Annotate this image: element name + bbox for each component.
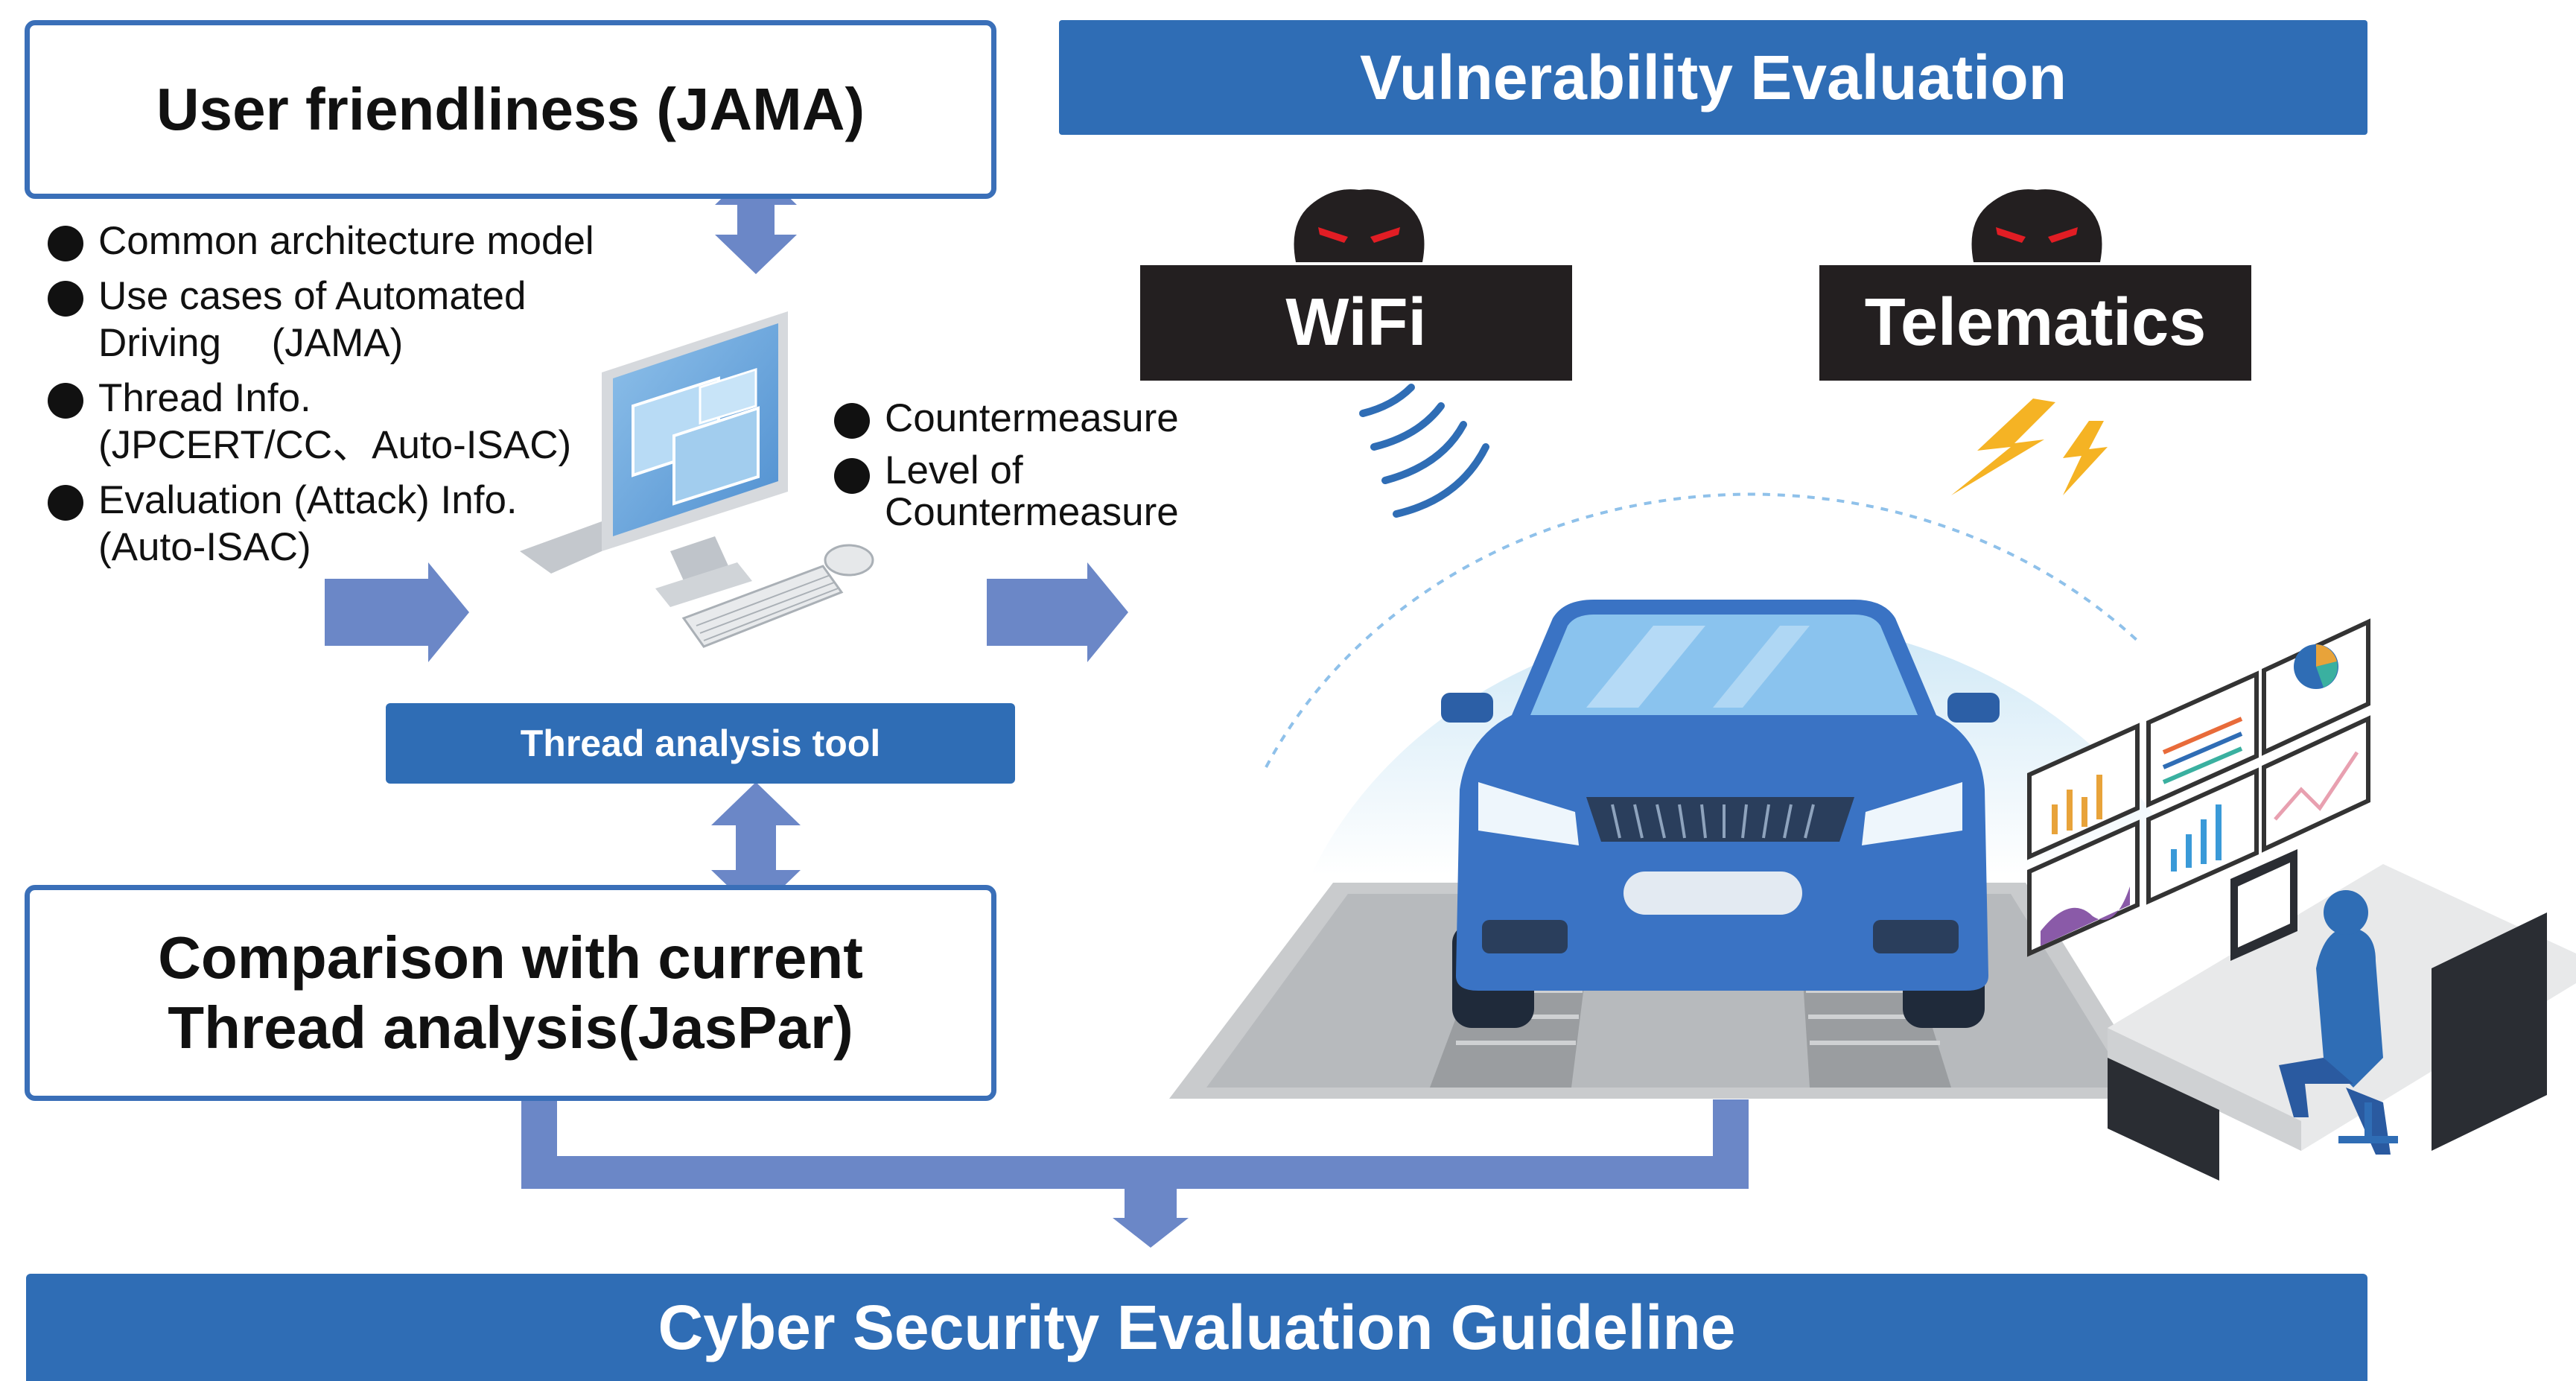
output-info-list: Countermeasure Level of Countermeasure [834,395,1251,542]
computer-illustration [520,311,874,648]
comparison-line-2: Thread analysis(JasPar) [168,994,853,1061]
monitoring-station-illustration [2027,618,2576,1181]
car-test-illustration [1169,492,2189,1099]
list-item: Common architecture model [48,218,599,264]
hacker-icon [1971,189,2102,262]
cyber-security-guideline-banner: Cyber Security Evaluation Guideline [26,1274,2367,1381]
arrow-inputs-to-tool [325,562,469,662]
input-info-list: Common architecture model Use cases of A… [48,218,599,579]
vulnerability-evaluation-banner: Vulnerability Evaluation [1059,20,2367,135]
tool-label-text: Thread analysis tool [520,723,881,764]
list-item: Evaluation (Attack) Info. (Auto-ISAC) [48,477,599,571]
list-item: Thread Info. (JPCERT/CC、Auto-ISAC) [48,375,599,469]
attack-vector-telematics: Telematics [1819,265,2251,381]
lightning-icon [1951,399,2108,495]
user-friendliness-box: User friendliness (JAMA) [25,20,996,199]
list-item: Level of Countermeasure [834,450,1251,533]
thread-analysis-tool-label: Thread analysis tool [386,703,1015,784]
vulnerability-title: Vulnerability Evaluation [1359,42,2067,112]
attack-vector-label: WiFi [1285,285,1427,360]
list-item: Countermeasure [834,395,1251,442]
attack-vector-wifi: WiFi [1140,265,1572,381]
user-friendliness-title: User friendliness (JAMA) [156,76,865,142]
guideline-title: Cyber Security Evaluation Guideline [658,1292,1736,1362]
comparison-line-1: Comparison with current [158,924,863,991]
merge-connector [521,1099,1749,1248]
arrow-tool-to-evaluation [987,562,1128,662]
comparison-box: Comparison with current Thread analysis(… [25,885,996,1101]
double-arrow-bottom [711,782,801,913]
list-item: Use cases of Automated Driving (JAMA) [48,273,599,366]
hacker-icon [1294,189,1425,262]
attack-vector-label: Telematics [1864,285,2207,360]
wifi-signal-icon [1359,384,1489,518]
